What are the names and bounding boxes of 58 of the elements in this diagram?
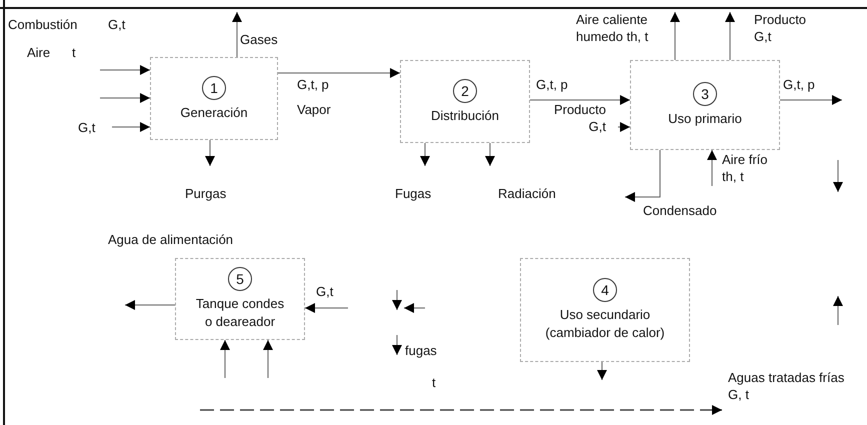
flow-arrow	[725, 12, 735, 60]
flow-arrow	[205, 140, 215, 166]
flow-label: fugas	[405, 343, 437, 360]
flow-label: G,t, p	[783, 77, 815, 94]
flow-label: t	[72, 45, 76, 62]
flow-label: Combustión	[8, 17, 78, 34]
flow-arrow	[780, 95, 842, 105]
callout-text: Producto G,t	[754, 12, 808, 46]
process-label: Distribución	[431, 106, 499, 124]
flow-label: Purgas	[185, 186, 226, 203]
flow-label: Producto G,t	[552, 102, 606, 136]
tank-box	[175, 258, 305, 340]
flow-arrow	[100, 65, 150, 75]
flow-arrow	[420, 142, 430, 166]
flow-label: Aire	[27, 45, 50, 62]
flow-label: G,t	[108, 17, 126, 34]
process-label: Tanque condes o deareador	[194, 295, 286, 331]
step-number: 5	[228, 267, 252, 292]
flow-arrow	[624, 150, 660, 202]
flow-arrow	[100, 93, 150, 103]
step-number: 3	[693, 82, 717, 106]
flow-label: Vapor	[297, 102, 331, 119]
flow-label: Agua de alimentación	[108, 232, 234, 249]
step-number: 2	[453, 78, 477, 103]
process-box	[630, 60, 780, 150]
flow-arrow	[597, 362, 607, 380]
flow-arrow	[232, 12, 242, 58]
process-label: Uso primario	[668, 110, 742, 128]
process-label: Generación	[180, 104, 248, 122]
process-label: Uso secundario (cambiador de calor)	[544, 306, 666, 342]
flow-label: Aire frío th, t	[722, 152, 769, 186]
flow-label: Condensado	[643, 203, 717, 220]
flow-arrow	[220, 340, 230, 378]
flow-arrow	[278, 68, 400, 78]
step-number: 4	[593, 278, 617, 302]
flow-label: Gases	[240, 32, 278, 49]
flow-label: G,t	[316, 284, 334, 301]
process-box	[400, 60, 530, 143]
flow-arrow	[707, 150, 717, 186]
callout-text: Aire caliente humedo th, t	[576, 12, 650, 46]
flow-label: G,t	[78, 120, 96, 137]
flow-label: G,t, p	[536, 77, 568, 94]
flow-arrow	[263, 340, 273, 378]
flow-label: t	[432, 375, 436, 392]
flow-arrow	[112, 122, 150, 132]
flow-arrow	[485, 142, 495, 166]
flow-label: G,t, p	[297, 77, 329, 94]
flow-arrow	[304, 303, 348, 313]
flow-arrow	[124, 300, 176, 310]
process-box	[520, 258, 690, 362]
step-number: 1	[202, 76, 226, 100]
flow-label: Fugas	[395, 186, 432, 203]
flow-arrow	[670, 12, 680, 60]
flow-arrow	[618, 122, 630, 132]
flow-label: Aguas tratadas frías G, t	[728, 370, 846, 404]
process-box	[150, 57, 278, 140]
flow-label: Radiación	[498, 186, 556, 203]
flow-arrow	[530, 95, 630, 105]
